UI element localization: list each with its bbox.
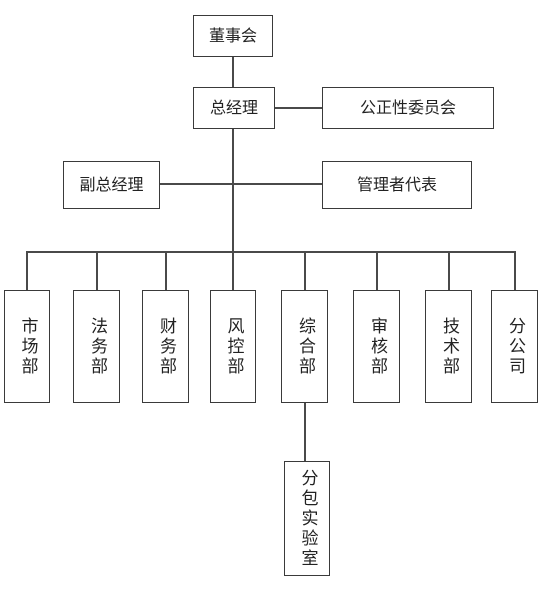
- connector-dept-1: [26, 251, 28, 290]
- connector-dept-2: [96, 251, 98, 290]
- board-box: 董事会: [193, 15, 273, 57]
- department-box-4: 风控部: [210, 290, 256, 403]
- department-box-8: 分公司: [491, 290, 538, 403]
- fairness-committee-box: 公正性委员会: [322, 87, 494, 129]
- connector-dept-6: [376, 251, 378, 290]
- department-box-6: 审核部: [353, 290, 400, 403]
- connector-board-gm: [232, 57, 234, 87]
- connector-general-lab: [304, 403, 306, 461]
- deputy-gm-box: 副总经理: [63, 161, 160, 209]
- connector-department-bus: [26, 251, 516, 253]
- connector-dept-3: [165, 251, 167, 290]
- department-box-2: 法务部: [73, 290, 120, 403]
- department-box-7: 技术部: [425, 290, 472, 403]
- connector-dept-5: [304, 251, 306, 290]
- general-manager-box: 总经理: [193, 87, 275, 129]
- connector-dept-7: [448, 251, 450, 290]
- connector-dept-8: [514, 251, 516, 290]
- management-rep-box: 管理者代表: [322, 161, 472, 209]
- connector-gm-committee: [275, 107, 322, 109]
- department-box-5: 综合部: [281, 290, 328, 403]
- connector-deputy-rep: [160, 183, 322, 185]
- connector-trunk: [232, 128, 234, 252]
- department-box-1: 市场部: [4, 290, 50, 403]
- department-box-3: 财务部: [142, 290, 189, 403]
- sub-lab-box: 分包实验室: [284, 461, 330, 576]
- connector-dept-4: [232, 251, 234, 290]
